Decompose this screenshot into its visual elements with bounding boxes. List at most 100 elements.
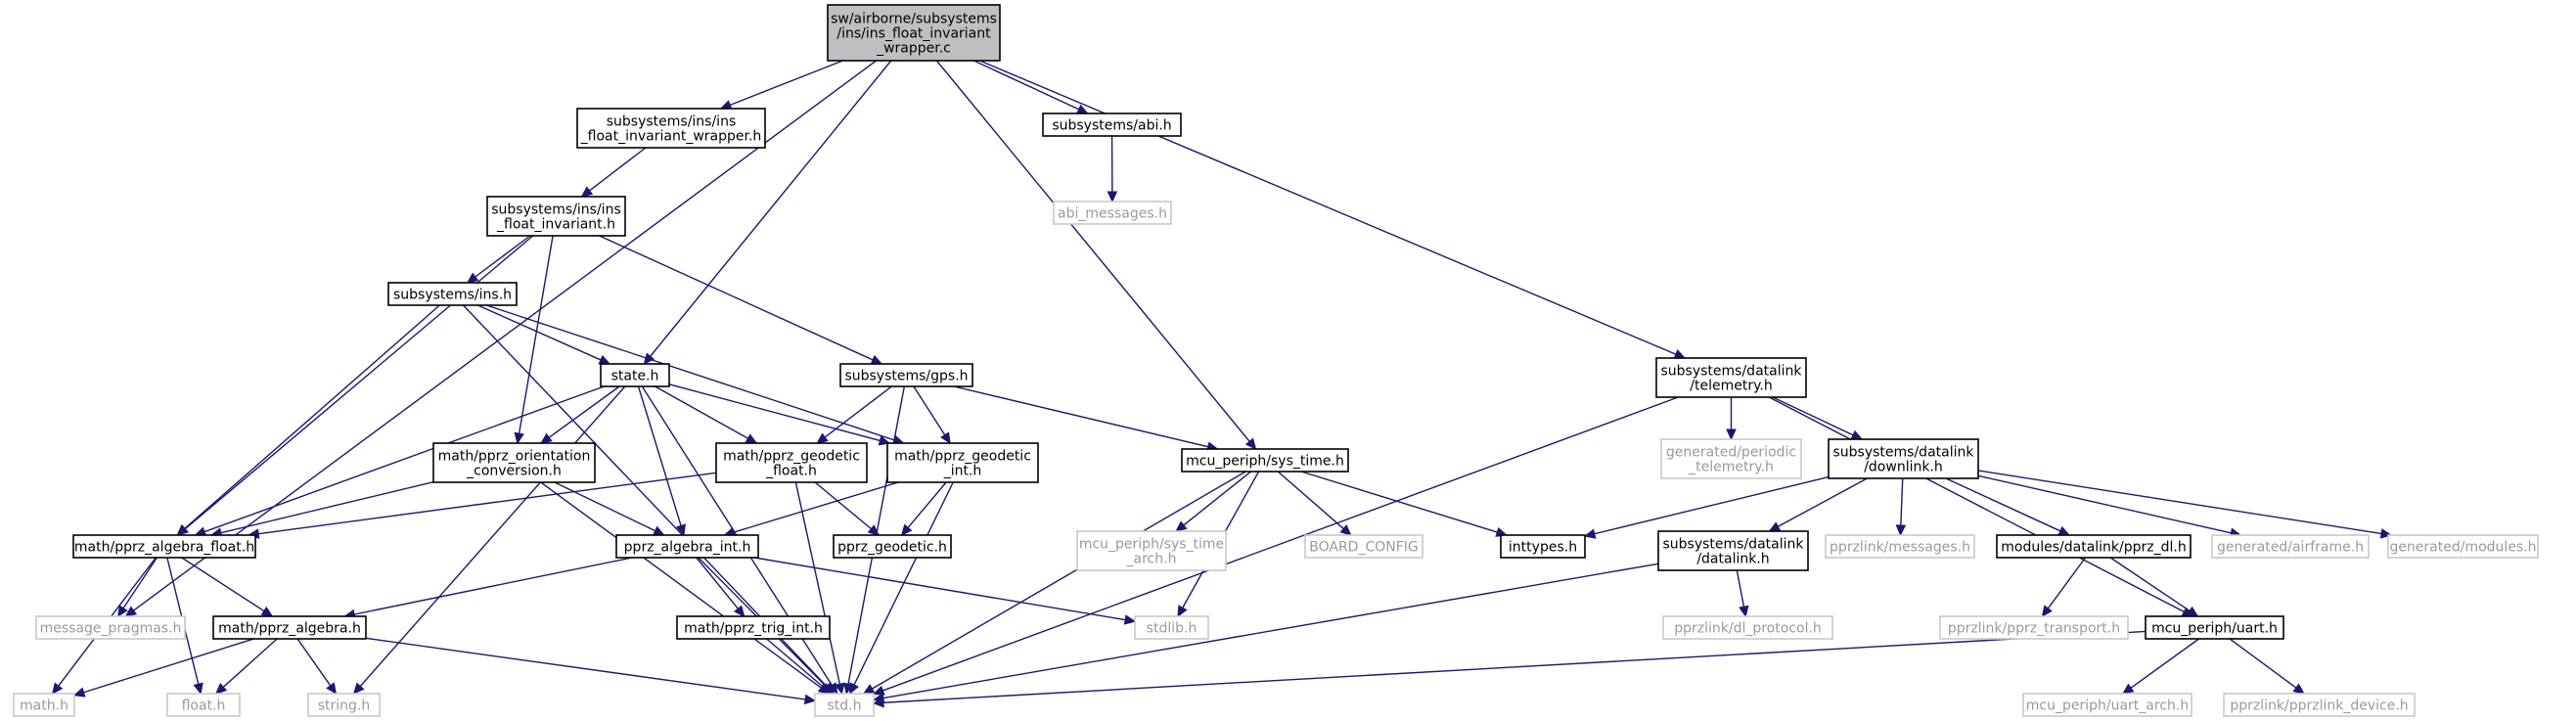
edge-arrowhead bbox=[2186, 606, 2199, 617]
node-label: state.h bbox=[611, 369, 659, 384]
node-pprz-algebra-h[interactable]: math/pprz_algebra.h bbox=[212, 615, 367, 640]
node-telemetry-h[interactable]: subsystems/datalink/telemetry.h bbox=[1655, 357, 1807, 398]
edge-line bbox=[359, 385, 626, 687]
node-orientation-conversion-h[interactable]: math/pprz_orientation_conversion.h bbox=[432, 442, 596, 483]
node-label: _arch.h bbox=[1126, 552, 1177, 567]
edge-line bbox=[1977, 470, 2382, 535]
edge-line bbox=[979, 60, 1677, 355]
node-box bbox=[2022, 693, 2192, 717]
node-modules-h: generated/modules.h bbox=[2387, 534, 2539, 559]
edge-line bbox=[794, 481, 841, 685]
edge-geodetic_float_h-to-pprz_geodetic_h bbox=[814, 481, 881, 536]
edge-arrowhead bbox=[124, 606, 138, 617]
node-ins-h[interactable]: subsystems/ins.h bbox=[387, 282, 518, 306]
edge-arrowhead bbox=[352, 682, 365, 695]
edge-line bbox=[2047, 557, 2087, 609]
edge-arrowhead bbox=[862, 684, 876, 695]
edge-line bbox=[853, 481, 954, 686]
node-root[interactable]: sw/airborne/subsystems/ins/ins_float_inv… bbox=[827, 4, 1001, 62]
node-box bbox=[2145, 615, 2284, 640]
node-algebra-int-h[interactable]: pprz_algebra_int.h bbox=[615, 534, 759, 559]
edge-trig_int_h-to-std_h bbox=[766, 638, 833, 695]
node-downlink-h[interactable]: subsystems/datalink/downlink.h bbox=[1828, 438, 1979, 479]
edge-geodetic_int_h-to-pprz_geodetic_h bbox=[900, 481, 947, 536]
node-box bbox=[833, 534, 952, 559]
edge-root-to-sys_time_h bbox=[935, 60, 1257, 450]
node-box bbox=[212, 615, 367, 640]
edge-arrowhead bbox=[1583, 528, 1597, 539]
edge-line bbox=[766, 638, 825, 689]
edge-line bbox=[655, 385, 748, 439]
edge-line bbox=[696, 557, 739, 609]
edge-line bbox=[181, 557, 265, 612]
edge-ins_h-to-state_h bbox=[477, 304, 611, 365]
node-label: math/pprz_algebra_float.h bbox=[74, 540, 254, 556]
edge-line bbox=[913, 385, 946, 435]
edge-root-to-abi_h bbox=[973, 60, 1089, 114]
edge-line bbox=[668, 383, 881, 442]
edge-arrowhead bbox=[1123, 614, 1137, 625]
node-label: _float.h bbox=[765, 464, 817, 479]
node-sys-time-arch-h: mcu_periph/sys_time_arch.h bbox=[1076, 530, 1227, 571]
node-airframe-h: generated/airframe.h bbox=[2211, 534, 2370, 559]
node-inttypes-h[interactable]: inttypes.h bbox=[1500, 534, 1586, 559]
edge-arrowhead bbox=[326, 682, 338, 695]
edge-arrowhead bbox=[598, 354, 611, 365]
edge-line bbox=[222, 638, 278, 688]
node-trig-int-h[interactable]: math/pprz_trig_int.h bbox=[676, 615, 831, 640]
edge-telemetry_h-to-periodic_telemetry_h bbox=[1726, 397, 1737, 441]
edge-arrowhead bbox=[733, 605, 746, 617]
edge-line bbox=[1768, 396, 2185, 613]
edge-root-to-telemetry_h bbox=[979, 60, 1687, 359]
node-box bbox=[715, 442, 868, 483]
edge-arrowhead bbox=[803, 694, 817, 705]
node-box bbox=[1939, 615, 2129, 640]
edge-arrowhead bbox=[1768, 521, 1782, 532]
edge-line bbox=[824, 385, 892, 438]
edge-line bbox=[637, 385, 682, 526]
node-ins-wrapper-h[interactable]: subsystems/ins/ins_float_invariant_wrapp… bbox=[576, 108, 766, 149]
edge-line bbox=[296, 638, 332, 687]
node-pprz-geodetic-h[interactable]: pprz_geodetic.h bbox=[833, 534, 952, 559]
node-algebra-float-h[interactable]: math/pprz_algebra_float.h bbox=[72, 534, 256, 559]
node-geodetic-int-h[interactable]: math/pprz_geodetic_int.h bbox=[886, 442, 1039, 483]
node-pprz-dl-h[interactable]: modules/datalink/pprz_dl.h bbox=[1996, 534, 2192, 559]
node-state-h[interactable]: state.h bbox=[600, 363, 670, 387]
edge-line bbox=[814, 481, 872, 530]
edge-line bbox=[953, 385, 1208, 448]
node-sys-time-h[interactable]: mcu_periph/sys_time.h bbox=[1181, 448, 1349, 473]
edge-ins_float_invariant_h-to-gps_h bbox=[599, 235, 883, 365]
edge-gps_h-to-geodetic_int_h bbox=[913, 385, 951, 445]
edge-arrowhead bbox=[827, 682, 838, 696]
edge-uart_h-to-std_h bbox=[872, 630, 2147, 708]
node-gps-h[interactable]: subsystems/gps.h bbox=[839, 363, 973, 387]
node-uart-h[interactable]: mcu_periph/uart.h bbox=[2145, 615, 2284, 640]
edge-algebra_float_h-to-pprz_algebra_h bbox=[181, 557, 274, 617]
edge-arrowhead bbox=[1339, 524, 1352, 536]
node-ins-float-invariant-h[interactable]: subsystems/ins/ins_float_invariant.h bbox=[486, 196, 626, 237]
edge-downlink_h-to-pprz_dl_h bbox=[1945, 477, 2071, 536]
edge-root-to-state_h bbox=[643, 60, 892, 365]
node-abi-h[interactable]: subsystems/abi.h bbox=[1042, 113, 1182, 137]
node-label: pprz_geodetic.h bbox=[837, 540, 947, 556]
node-box bbox=[1996, 534, 2192, 559]
edge-arrowhead bbox=[466, 272, 479, 284]
node-geodetic-float-h[interactable]: math/pprz_geodetic_float.h bbox=[715, 442, 868, 483]
edge-arrowhead bbox=[820, 683, 833, 695]
edge-arrowhead bbox=[260, 606, 274, 617]
edge-line bbox=[872, 471, 1246, 690]
edge-downlink_h-to-modules_h bbox=[1977, 470, 2393, 539]
node-label: pprz_algebra_int.h bbox=[624, 540, 751, 556]
node-label: /ins/ins_float_invariant bbox=[836, 26, 991, 42]
node-label: mcu_periph/uart.h bbox=[2151, 621, 2278, 637]
edge-line bbox=[486, 304, 895, 441]
edge-line bbox=[882, 563, 1659, 699]
node-dl-protocol-h: pprzlink/dl_protocol.h bbox=[1662, 615, 1833, 640]
node-box bbox=[2223, 693, 2416, 717]
node-label: generated/periodic bbox=[1666, 445, 1796, 461]
node-label: math/pprz_algebra.h bbox=[218, 621, 361, 637]
node-box bbox=[1655, 357, 1807, 398]
node-datalink-h[interactable]: subsystems/datalink/datalink.h bbox=[1657, 530, 1809, 571]
edge-ins_float_invariant_h-to-algebra_float_h bbox=[176, 235, 534, 536]
edge-arrowhead bbox=[51, 682, 64, 695]
